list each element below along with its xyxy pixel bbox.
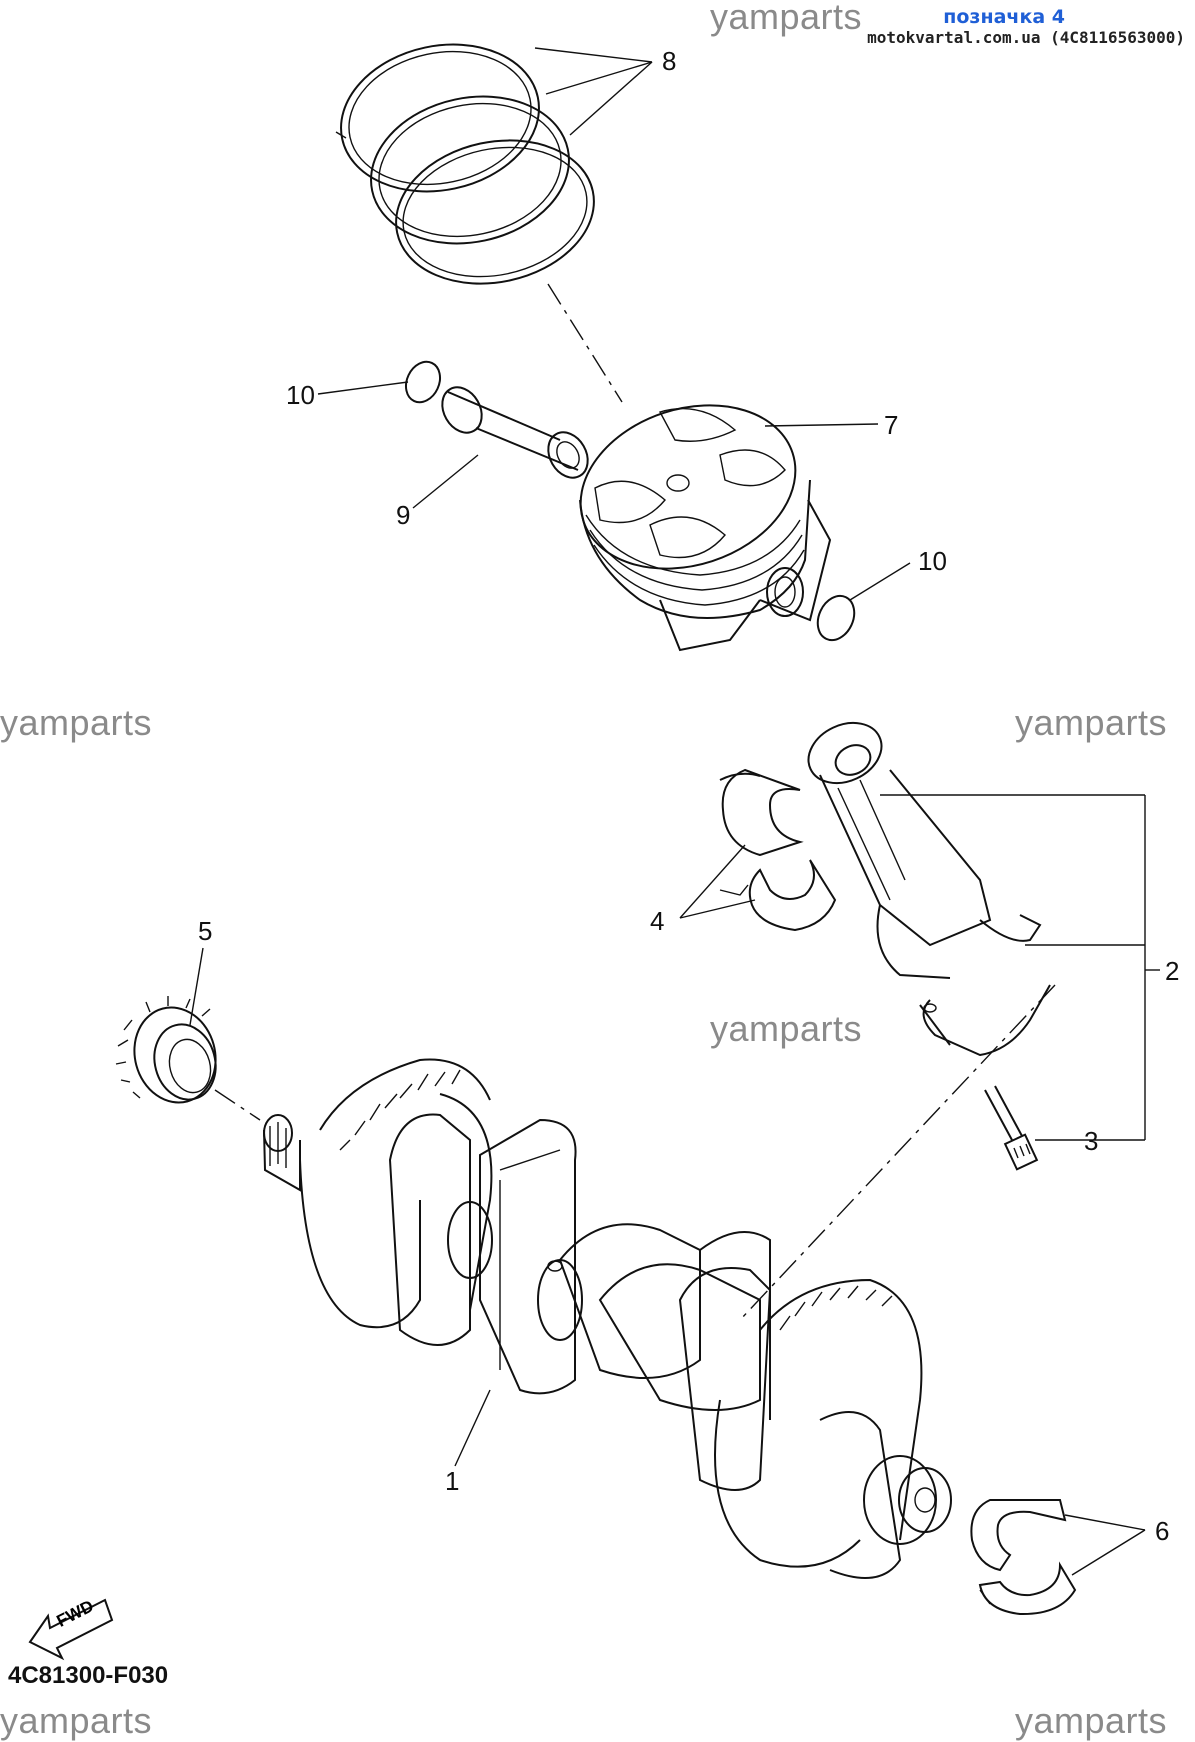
fwd-arrow-icon	[28, 1598, 114, 1661]
callout-6: 6	[1155, 1516, 1170, 1546]
conrod-bolt	[984, 1085, 1039, 1171]
callout-4: 4	[650, 906, 665, 936]
piston	[579, 404, 832, 652]
primary-gear	[115, 996, 217, 1104]
label-tag: позначка 4	[943, 6, 1065, 28]
watermark-center: yamparts	[710, 1008, 863, 1049]
main-bearings	[970, 1499, 1077, 1616]
piston-pin	[441, 386, 589, 479]
circlip-upper	[404, 360, 442, 404]
piston-rings	[335, 43, 595, 285]
callout-8: 8	[662, 46, 677, 76]
circlip-lower	[816, 594, 856, 642]
callout-2: 2	[1165, 956, 1180, 986]
leader-lines	[189, 47, 1160, 1576]
watermark-left: yamparts	[0, 702, 153, 743]
crankshaft	[263, 1058, 952, 1579]
callout-9: 9	[396, 500, 411, 530]
watermark-top: yamparts	[710, 0, 863, 37]
callout-3: 3	[1084, 1126, 1099, 1156]
big-end-bearings	[719, 768, 837, 932]
connecting-rod	[807, 721, 1051, 1057]
callout-10-lower: 10	[918, 546, 947, 576]
callout-10-upper: 10	[286, 380, 315, 410]
watermark-right: yamparts	[1015, 702, 1168, 743]
callout-1: 1	[445, 1466, 460, 1496]
callout-7: 7	[884, 410, 899, 440]
source-reference: motokvartal.com.ua (4C8116563000)	[867, 28, 1185, 47]
callout-5: 5	[198, 916, 213, 946]
diagram-code: 4C81300-F030	[8, 1662, 169, 1689]
